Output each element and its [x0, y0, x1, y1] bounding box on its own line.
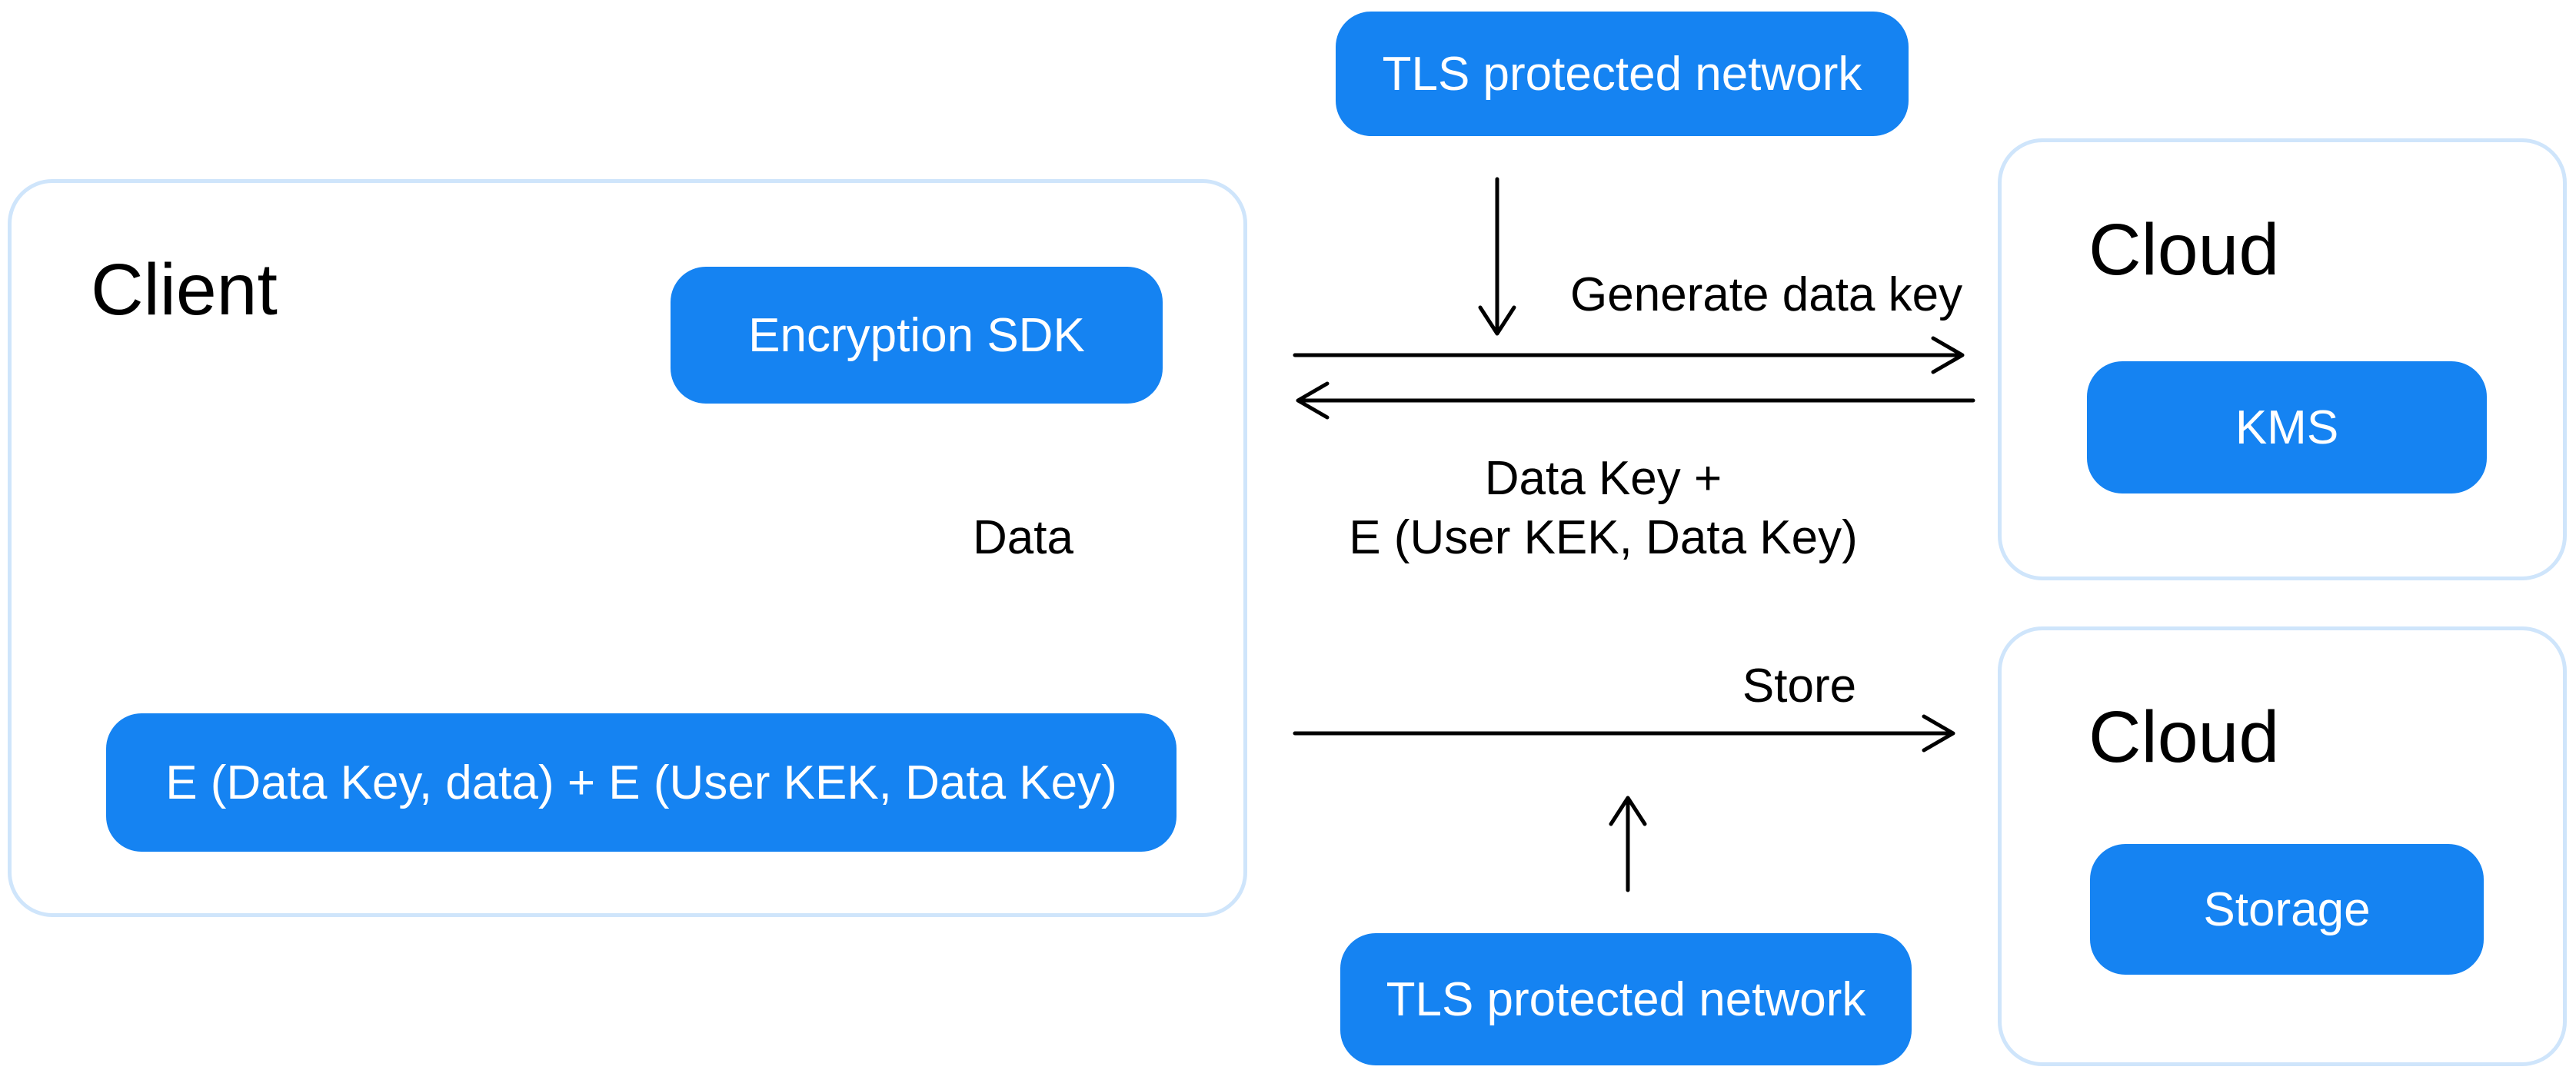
arrow-generate-data-key	[1293, 336, 1965, 374]
tls-top-label: TLS protected network	[1382, 47, 1862, 101]
storage-pill: Storage	[2090, 844, 2484, 975]
encryption-sdk-label: Encryption SDK	[748, 308, 1085, 362]
arrow-tls-bottom-up	[1609, 796, 1647, 892]
cloud-kms-title: Cloud	[2088, 209, 2280, 291]
store-label: Store	[1742, 660, 1857, 713]
return-data-key-label-line1: Data Key +	[1484, 452, 1722, 505]
storage-label: Storage	[2203, 882, 2371, 936]
return-data-key-label: Data Key + E (User KEK, Data Key)	[1334, 450, 1872, 568]
kms-pill: KMS	[2087, 361, 2487, 493]
arrow-return-data-key	[1296, 381, 1975, 420]
cloud-kms-frame	[1998, 138, 2567, 580]
return-data-key-label-line2: E (User KEK, Data Key)	[1349, 510, 1858, 564]
data-label: Data	[973, 511, 1073, 564]
client-title: Client	[91, 249, 278, 331]
kms-label: KMS	[2235, 400, 2339, 454]
encrypted-payload-label: E (Data Key, data) + E (User KEK, Data K…	[165, 756, 1117, 809]
arrow-tls-top-down	[1478, 177, 1516, 336]
tls-bottom-label: TLS protected network	[1386, 972, 1866, 1026]
cloud-storage-title: Cloud	[2088, 696, 2280, 778]
tls-bottom-pill: TLS protected network	[1340, 933, 1912, 1065]
tls-top-pill: TLS protected network	[1336, 12, 1909, 136]
generate-data-key-label: Generate data key	[1570, 268, 1963, 321]
encryption-sdk-pill: Encryption SDK	[671, 267, 1163, 404]
encrypted-payload-pill: E (Data Key, data) + E (User KEK, Data K…	[106, 713, 1177, 852]
arrow-store	[1293, 714, 1955, 753]
